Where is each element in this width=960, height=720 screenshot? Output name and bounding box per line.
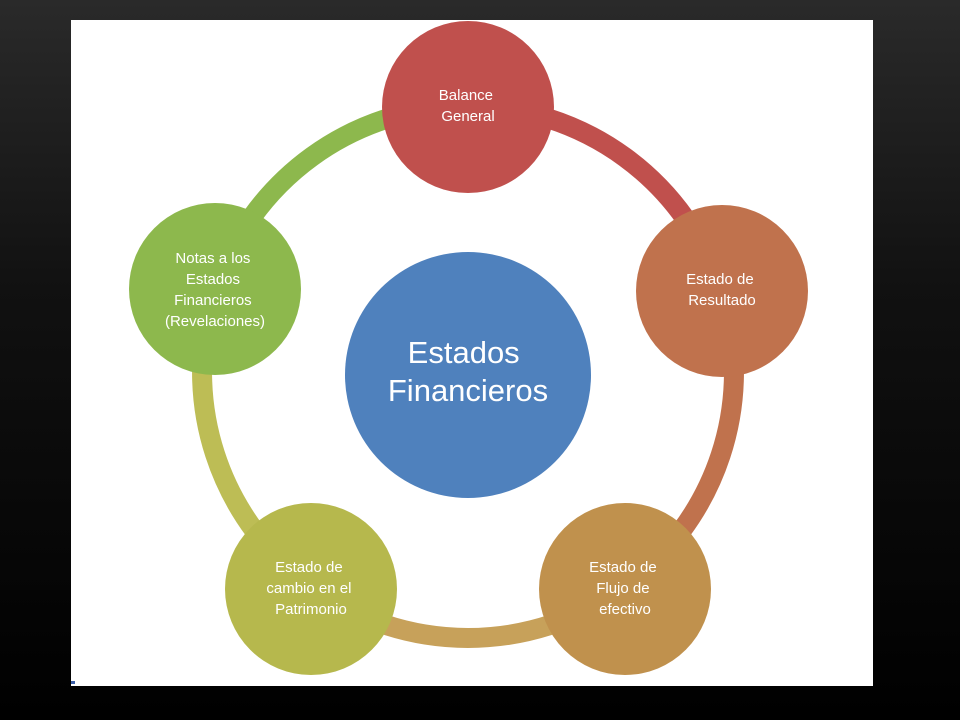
node-resultado-circle	[636, 205, 808, 377]
center-label: Estados Financieros	[388, 335, 548, 408]
slide-panel: Estados Financieros Balance General Esta…	[71, 20, 873, 686]
cycle-diagram: Estados Financieros Balance General Esta…	[129, 21, 808, 675]
node-patrimonio-line-3: Patrimonio	[275, 601, 347, 618]
node-patrimonio-label: Estado de cambio en el Patrimonio	[266, 559, 355, 618]
node-resultado-line-2: Resultado	[688, 292, 756, 309]
node-flujo-circle	[539, 503, 711, 675]
node-resultado: Estado de Resultado	[636, 205, 808, 377]
node-notas: Notas a los Estados Financieros (Revelac…	[129, 203, 301, 375]
corner-mark	[71, 681, 75, 684]
node-balance-label: Balance General	[439, 87, 497, 125]
node-balance: Balance General	[382, 21, 554, 193]
center-circle	[345, 252, 591, 498]
node-flujo: Estado de Flujo de efectivo	[539, 503, 711, 675]
node-resultado-label: Estado de Resultado	[686, 271, 758, 309]
node-notas-circle	[129, 203, 301, 375]
node-notas-line-1: Notas a los	[175, 250, 250, 267]
node-resultado-line-1: Estado de	[686, 271, 754, 288]
node-notas-line-2: Estados	[186, 271, 240, 288]
center-label-line-1: Estados	[408, 335, 520, 370]
node-balance-circle	[382, 21, 554, 193]
node-balance-line-2: General	[441, 108, 494, 125]
node-patrimonio-line-1: Estado de	[275, 559, 343, 576]
center-label-line-2: Financieros	[388, 373, 548, 408]
node-notas-line-3: Financieros	[174, 292, 252, 309]
node-patrimonio: Estado de cambio en el Patrimonio	[225, 503, 397, 675]
node-notas-line-4: (Revelaciones)	[165, 313, 265, 330]
node-notas-label: Notas a los Estados Financieros (Revelac…	[165, 250, 265, 330]
node-balance-line-1: Balance	[439, 87, 493, 104]
node-flujo-line-3: efectivo	[599, 601, 651, 618]
node-flujo-line-1: Estado de	[589, 559, 657, 576]
node-patrimonio-line-2: cambio en el	[266, 580, 351, 597]
node-flujo-label: Estado de Flujo de efectivo	[589, 559, 661, 618]
node-flujo-line-2: Flujo de	[596, 580, 649, 597]
center-node: Estados Financieros	[345, 252, 591, 498]
node-patrimonio-circle	[225, 503, 397, 675]
